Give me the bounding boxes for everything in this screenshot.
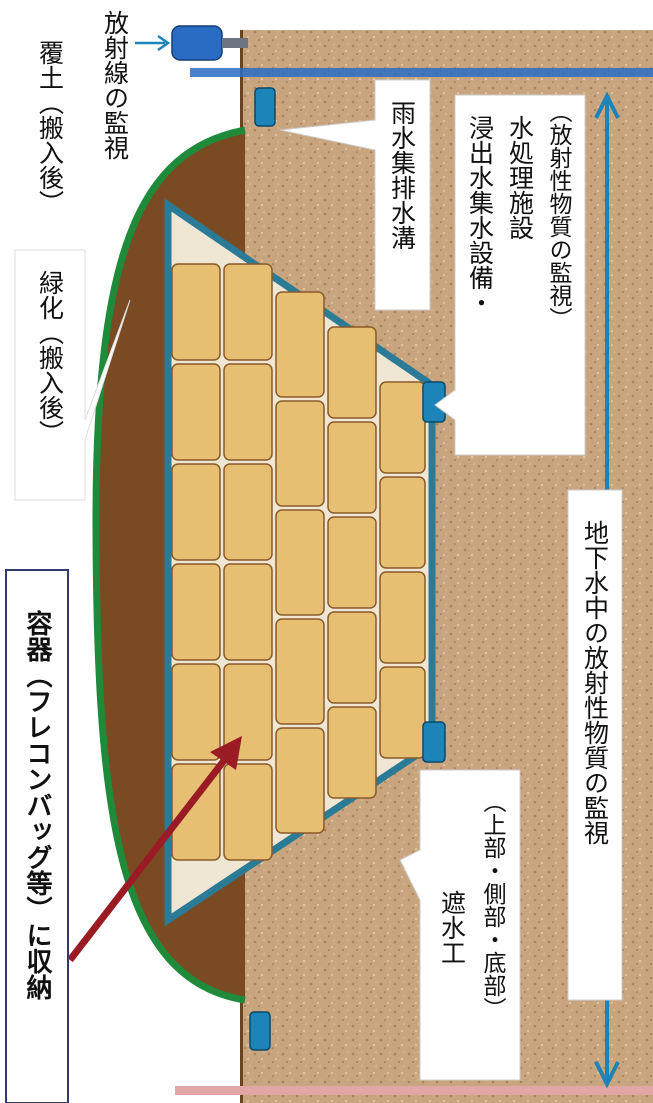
label-leachate-2: 水処理施設 [506, 115, 535, 240]
container-bag [275, 291, 325, 398]
callout-greening-box [14, 249, 131, 501]
label-rainwater-drain: 雨水集排水溝 [388, 100, 417, 250]
rain-drain-top [254, 87, 276, 127]
callout-leachate-box [434, 94, 586, 456]
container-bag [171, 663, 221, 761]
monitoring-post-icon [135, 25, 248, 61]
container-bag [275, 400, 325, 507]
container-bag [223, 463, 273, 561]
label-leachate-3: （放射性物質の監視） [545, 100, 573, 330]
label-leachate-1: 浸出水集水設備・ [466, 115, 495, 315]
label-groundwater-monitoring: 地下水中の放射性物質の監視 [581, 520, 610, 845]
container-bag [379, 381, 426, 474]
label-cover-soil: 覆土（搬入後） [36, 40, 65, 215]
container-bag [223, 263, 273, 361]
container-bag [379, 666, 426, 759]
label-barrier-1: 遮水工 [438, 890, 467, 965]
container-bag [327, 611, 377, 704]
container-bag [379, 571, 426, 664]
pipe-top [190, 68, 653, 77]
container-bag [171, 463, 221, 561]
pipe-bottom [175, 1086, 653, 1095]
container-bag [171, 263, 221, 361]
greening-line [92, 126, 246, 1004]
container-bag [171, 763, 221, 861]
container-bag [327, 421, 377, 514]
container-bag [275, 727, 325, 834]
leachate-collector-bottom [422, 721, 446, 763]
label-container: 容器（フレコンバッグ等）に収納 [22, 609, 53, 1000]
container-bag [223, 763, 273, 861]
container-bag [171, 363, 221, 461]
container-bags [171, 263, 426, 861]
callout-rain-box [279, 79, 431, 311]
container-bag [223, 563, 273, 661]
container-bag [223, 663, 273, 761]
container-arrow-icon [67, 736, 242, 963]
callout-cover-box [15, 30, 85, 245]
container-bag [327, 706, 377, 799]
label-barrier-2: （上部・側部・底部） [479, 790, 507, 1020]
container-bag [275, 509, 325, 616]
container-bag [223, 363, 273, 461]
label-radiation-monitoring: 放射線の監視 [101, 10, 130, 160]
container-bag [275, 618, 325, 725]
callout-container-box [5, 569, 69, 1103]
rain-drain-bottom [249, 1011, 271, 1051]
container-bag [327, 516, 377, 609]
callout-groundwater-box [567, 489, 623, 1001]
callout-barrier-box [399, 769, 521, 1081]
container-bag [379, 476, 426, 569]
label-greening: 緑化（搬入後） [36, 270, 65, 445]
container-bag [171, 563, 221, 661]
container-bag [327, 326, 377, 419]
